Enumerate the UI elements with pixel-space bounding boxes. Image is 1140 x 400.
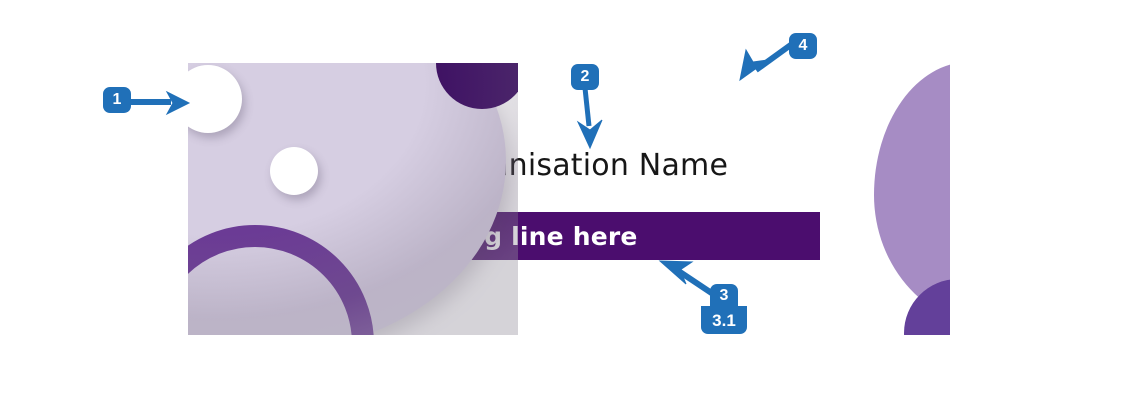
annotation-marker-4[interactable]: 4 [789, 33, 817, 59]
annotation-arrow-4 [739, 41, 794, 82]
annotation-marker-3-1[interactable]: 3.1 [701, 306, 747, 334]
annotation-marker-2[interactable]: 2 [571, 64, 599, 90]
annotation-arrow-1 [127, 90, 191, 116]
banner-graphic-panel [188, 63, 518, 335]
white-circle-large-shape [188, 65, 242, 133]
annotation-marker-3[interactable]: 3 [710, 284, 738, 308]
annotation-arrow-2 [576, 87, 603, 150]
tagline-bar: Tag line here [435, 212, 820, 260]
annotation-arrow-3 [658, 260, 718, 299]
white-circle-small-shape [270, 147, 318, 195]
annotation-marker-1[interactable]: 1 [103, 87, 131, 113]
right-decorative-graphic [860, 55, 950, 335]
